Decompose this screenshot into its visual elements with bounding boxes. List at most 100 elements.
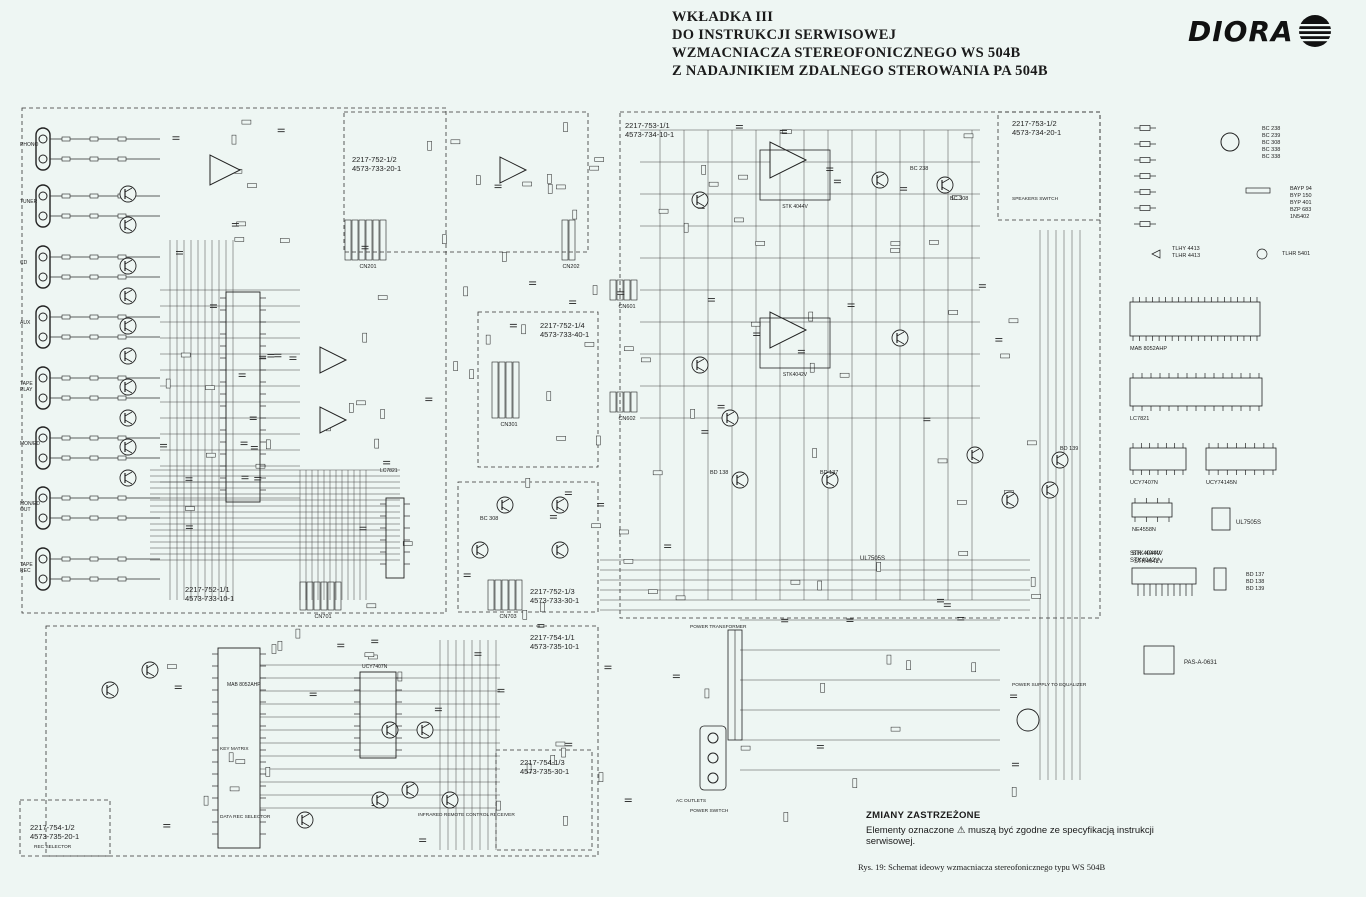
resistor-symbol [852, 778, 858, 788]
jack-socket [38, 453, 48, 463]
resistor-symbol [556, 184, 566, 190]
title-line-1: WKŁADKA III [672, 9, 774, 25]
legend-led [1151, 249, 1161, 259]
resistor-symbol [839, 372, 850, 378]
resistor-symbol [450, 139, 461, 145]
misc-label: POWER TRANSFORMER [690, 624, 747, 630]
resistor-symbol [61, 136, 71, 142]
resistor-symbol [521, 324, 526, 335]
connector-pin [344, 219, 352, 261]
misc-label: POWER SWITCH [690, 808, 729, 814]
transistor-lead [476, 551, 485, 557]
resistor-symbol [117, 314, 127, 320]
transistor-lead [124, 319, 133, 325]
transistor-symbol [416, 721, 434, 739]
connector-pin [561, 219, 569, 261]
amplifier-symbols [209, 141, 808, 434]
module-code-label: 2217-752-1/2 [352, 155, 397, 164]
transistor-lead [124, 349, 133, 355]
transistor-symbol [119, 216, 137, 234]
input-jack-outline [35, 547, 51, 591]
transistor-lead [386, 723, 395, 729]
transistor-lead [124, 259, 133, 265]
module-code-label: 2217-753-1/1 [625, 121, 670, 130]
jack-socket [38, 433, 48, 443]
legend-label: BYP 150 [1290, 193, 1312, 199]
transistor-lead [406, 791, 415, 797]
module-code-label: 2217-754-1/3 [520, 758, 565, 767]
transistor-lead [736, 473, 745, 479]
legend-dip-ne4558 [1131, 502, 1173, 518]
resistor-symbol [61, 576, 71, 582]
resistor-symbol [547, 174, 552, 184]
jack-socket [38, 554, 48, 564]
resistor-symbol [89, 213, 99, 219]
resistor-symbol [734, 217, 744, 223]
legend-resistor [1139, 205, 1151, 211]
module-code-label: 2217-753-1/2 [1012, 119, 1057, 128]
resistor-symbol [563, 816, 568, 826]
legend-label: BC 239 [1262, 133, 1280, 139]
legend-label: BD 139 [1246, 586, 1264, 592]
transistor-lead [876, 173, 885, 179]
transistor-symbols [101, 171, 1069, 829]
legend-dip-ucy7407 [1129, 447, 1187, 471]
resistor-symbol [701, 165, 706, 175]
transistor-lead [1056, 453, 1065, 459]
power-connector-din [1016, 708, 1040, 732]
resistor-symbol [117, 213, 127, 219]
op-amp-symbol [209, 154, 242, 186]
transistor-lead [124, 297, 133, 303]
logo-text: DIORA [1188, 14, 1294, 48]
legend-ic-label: NE4558N [1132, 527, 1156, 533]
legend-stk-module [1131, 567, 1197, 585]
resistor-symbol [117, 576, 127, 582]
transistor-lead [696, 366, 705, 372]
transistor-symbol [691, 191, 709, 209]
legend-label: 1N5402 [1290, 214, 1309, 220]
connector-pin [515, 579, 523, 611]
resistor-symbol [180, 352, 191, 358]
resistor-symbol [563, 122, 568, 132]
resistor-symbol [963, 133, 974, 139]
transistor-symbol [821, 471, 839, 489]
legend-label: TLHR 4413 [1172, 253, 1200, 259]
resistor-symbol [738, 174, 748, 180]
ic-part-label: UL7505S [860, 556, 885, 562]
transistor-lead [696, 358, 705, 364]
module-code-label: 4573-733-30-1 [530, 596, 579, 605]
input-jack-outline [35, 184, 51, 228]
misc-label: KEY MATRIX [220, 746, 249, 752]
resistor-symbol [540, 602, 545, 613]
resistor-symbol [117, 375, 127, 381]
resistor-symbol [235, 759, 246, 764]
resistor-symbol [886, 654, 892, 665]
resistor-symbol [658, 208, 669, 214]
connector-pin [327, 581, 335, 611]
resistor-symbol [402, 541, 413, 546]
resistor-symbol [295, 628, 301, 639]
title-line-4: Z NADAJNIKIEM ZDALNEGO STEROWANIA PA 504… [672, 63, 1048, 79]
resistor-symbol [525, 478, 531, 488]
legend-diode [1245, 187, 1271, 194]
resistor-symbol [89, 455, 99, 461]
input-jack-outline [35, 305, 51, 349]
resistor-symbol [61, 455, 71, 461]
connector-pin [609, 391, 617, 413]
transistor-lead [146, 671, 155, 677]
transistor-symbol [119, 257, 137, 275]
transistor-symbol [119, 469, 137, 487]
resistor-symbol [547, 184, 553, 194]
connector-label: CN201 [359, 264, 376, 270]
transistor-lead [106, 691, 115, 697]
misc-label: INFRARED REMOTE CONTROL RECEIVER [418, 812, 515, 818]
resistor-symbol [117, 435, 127, 441]
transistor-lead [896, 331, 905, 337]
transistor-symbol [119, 347, 137, 365]
connector-pin [512, 361, 520, 419]
jack-socket [38, 272, 48, 282]
